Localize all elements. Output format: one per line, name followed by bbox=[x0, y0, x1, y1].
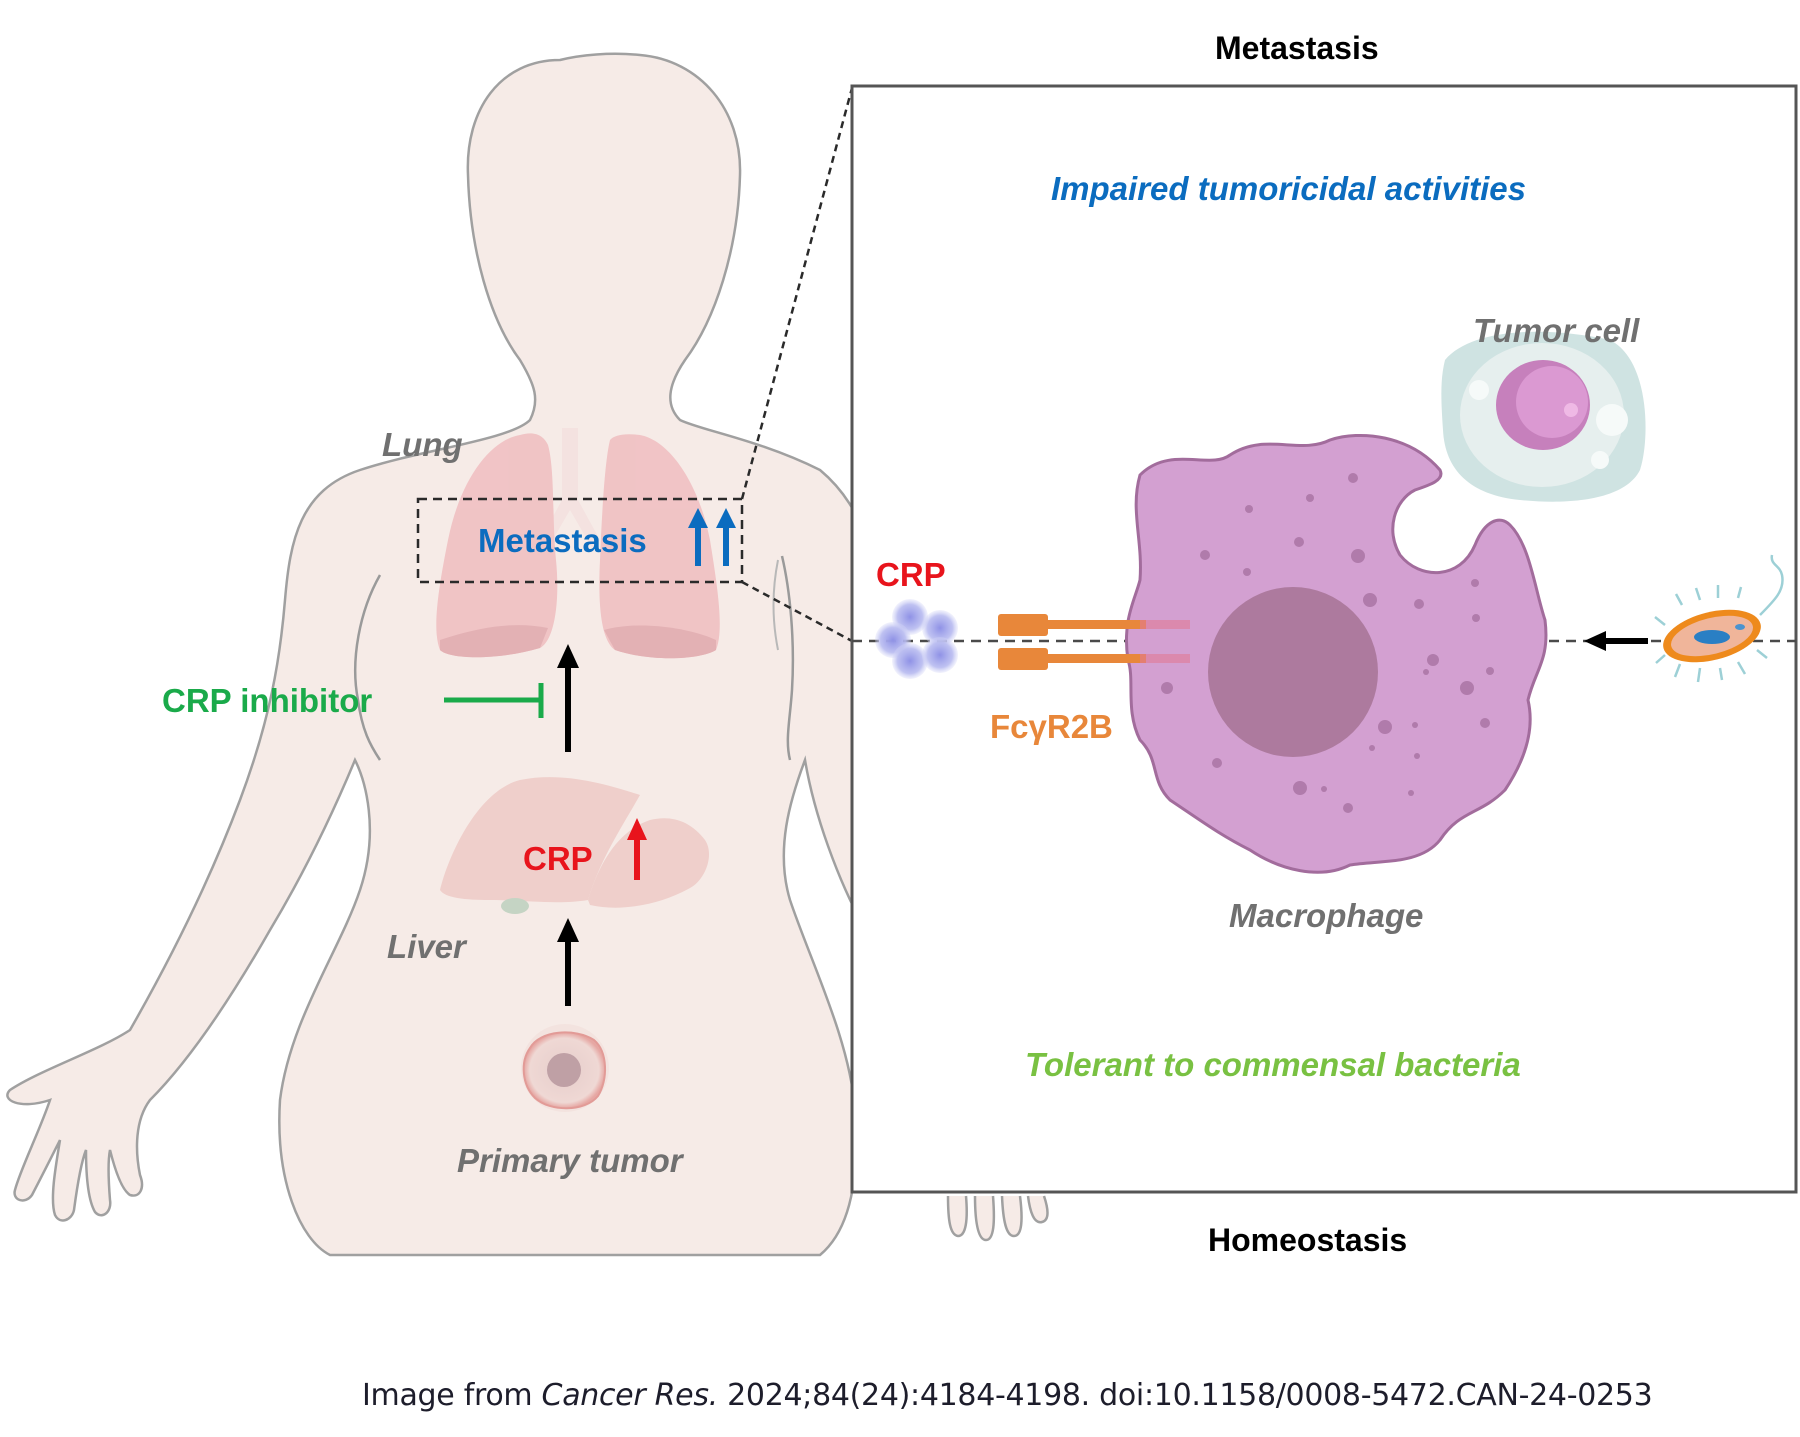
macrophage-nucleus bbox=[1208, 587, 1378, 757]
tumor-cell-label: Tumor cell bbox=[1473, 312, 1640, 349]
lungs bbox=[436, 428, 720, 659]
macrophage-label: Macrophage bbox=[1229, 897, 1424, 934]
liver bbox=[440, 777, 710, 914]
metastasis-box-label: Metastasis bbox=[478, 522, 647, 559]
metastasis-heading: Metastasis bbox=[1215, 30, 1379, 66]
right-lung-shade bbox=[604, 625, 716, 659]
liver-to-lung-arrow-icon bbox=[557, 644, 579, 752]
left-arm-crease bbox=[354, 574, 382, 761]
bacteria-to-macrophage-arrow-icon bbox=[1584, 631, 1648, 651]
zoom-connector-bottom bbox=[741, 580, 853, 643]
lung-label: Lung bbox=[382, 426, 463, 463]
image-credit-caption: Image from Cancer Res. 2024;84(24):4184-… bbox=[362, 1378, 1653, 1413]
liver-label: Liver bbox=[387, 928, 466, 965]
zoom-connector-top bbox=[740, 87, 854, 500]
gallbladder bbox=[501, 898, 529, 914]
crp-increase-arrow-icon bbox=[627, 818, 647, 880]
macrophage bbox=[1124, 434, 1548, 874]
liver-crp-label: CRP bbox=[523, 840, 593, 877]
tumor-cell bbox=[1441, 331, 1646, 502]
caption-journal: Cancer Res. bbox=[541, 1378, 719, 1413]
bacterium-nucleoid bbox=[1694, 630, 1730, 644]
inhibition-bar-icon bbox=[444, 683, 544, 718]
primary-tumor-label: Primary tumor bbox=[457, 1142, 683, 1179]
right-arm-crease-inner bbox=[772, 559, 779, 651]
commensal-bacterium bbox=[1654, 554, 1784, 683]
caption-citation: 2024;84(24):4184-4198. doi:10.1158/0008-… bbox=[717, 1378, 1653, 1413]
fcgr2b-label: FcγR2B bbox=[990, 708, 1113, 745]
impaired-tumoricidal-label: Impaired tumoricidal activities bbox=[1051, 170, 1526, 207]
metastasis-region-box bbox=[416, 497, 744, 584]
crp-pentamer bbox=[875, 599, 958, 679]
crp-label: CRP bbox=[876, 556, 946, 593]
tolerant-commensal-label: Tolerant to commensal bacteria bbox=[1025, 1046, 1521, 1083]
metastasis-increase-arrows-icon bbox=[688, 508, 736, 566]
homeostasis-heading: Homeostasis bbox=[1208, 1222, 1408, 1258]
liver-right-lobe bbox=[588, 818, 710, 908]
primary-tumor-cell bbox=[521, 1024, 609, 1112]
right-hand-fingers bbox=[946, 1195, 1049, 1242]
tumor-to-liver-arrow-icon bbox=[557, 918, 579, 1006]
fcgr2b-receptor bbox=[998, 614, 1190, 670]
right-lung bbox=[599, 434, 720, 659]
left-lung-shade bbox=[440, 625, 548, 658]
liver-left-lobe bbox=[440, 777, 640, 903]
trachea bbox=[540, 428, 600, 548]
crp-inhibitor-label: CRP inhibitor bbox=[162, 682, 373, 719]
caption-prefix: Image from bbox=[362, 1378, 542, 1413]
macrophage-granules bbox=[1161, 473, 1494, 813]
left-lung bbox=[436, 433, 558, 658]
right-arm-crease bbox=[780, 555, 795, 761]
